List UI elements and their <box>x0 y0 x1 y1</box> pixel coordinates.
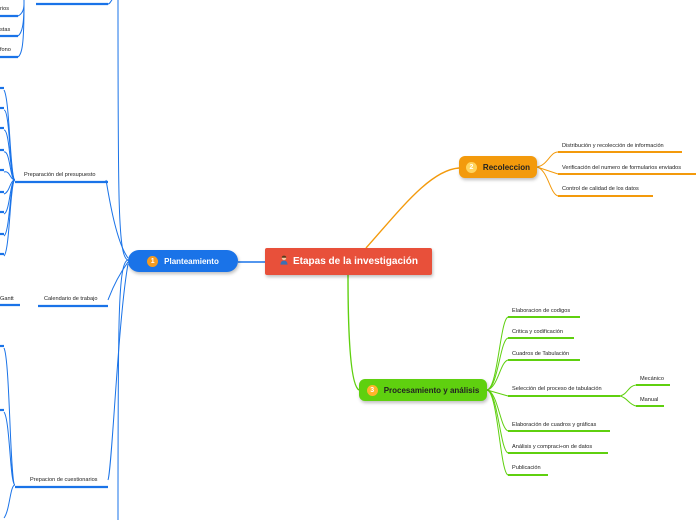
procesamiento-underlines <box>508 316 670 476</box>
subtopic-analisis[interactable]: Análisis y compraci÷on de datos <box>512 444 593 450</box>
central-topic-label: Etapas de la investigación <box>292 256 419 267</box>
subtopic-fragment[interactable]: Gantt <box>0 296 14 302</box>
number-badge: 1 <box>147 255 159 267</box>
node-recoleccion-label: Recoleccion <box>482 162 531 172</box>
subtopic-cuadros-graficas[interactable]: Elaboración de cuadros y gráficas <box>512 422 597 428</box>
person-icon <box>279 255 289 268</box>
recoleccion-connectors <box>365 151 559 249</box>
subtopic-fragment[interactable]: fono <box>0 47 11 53</box>
central-topic[interactable]: Etapas de la investigación <box>265 248 432 275</box>
subtopic-manual[interactable]: Manual <box>640 397 659 403</box>
procesamiento-connectors <box>347 274 637 476</box>
subtopic-verificacion[interactable]: Verificación del numero de formularios e… <box>562 165 682 171</box>
node-recoleccion[interactable]: 2 Recoleccion <box>459 156 537 178</box>
subtopic-fragment[interactable]: rios <box>0 6 10 12</box>
subtopic-seleccion[interactable]: Selección del proceso de tabulación <box>512 386 602 392</box>
subtopic-codigos[interactable]: Elaboracion de codigos <box>512 308 571 314</box>
number-badge: 2 <box>465 161 477 173</box>
subtopic-publicacion[interactable]: Publicación <box>512 465 541 471</box>
node-procesamiento[interactable]: 3 Procesamiento y análisis <box>359 379 487 401</box>
subtopic-distribucion[interactable]: Distribución y recolección de informació… <box>562 143 664 149</box>
subtopic-presupuesto[interactable]: Preparación del presupuesto <box>24 172 96 178</box>
subtopic-cuestionarios[interactable]: Prepacion de cuestionarios <box>30 477 98 483</box>
node-procesamiento-label: Procesamiento y análisis <box>383 385 480 395</box>
subtopic-mecanico[interactable]: Mecánico <box>640 376 664 382</box>
subtopic-critica[interactable]: Critica y codificación <box>512 329 563 335</box>
number-badge: 3 <box>366 384 378 396</box>
subtopic-calendario[interactable]: Calendario de trabajo <box>44 296 98 302</box>
planteamiento-connectors <box>3 0 265 520</box>
subtopic-control-calidad[interactable]: Control de calidad de los datos <box>562 186 639 192</box>
planteamiento-underlines <box>0 2 108 489</box>
node-planteamiento-label: Planteamiento <box>164 256 219 266</box>
node-planteamiento[interactable]: 1 Planteamiento <box>128 250 238 272</box>
subtopic-fragment[interactable]: stas <box>0 27 11 33</box>
subtopic-tabulacion[interactable]: Cuadros de Tabulación <box>512 351 570 357</box>
recoleccion-underlines <box>558 151 696 197</box>
